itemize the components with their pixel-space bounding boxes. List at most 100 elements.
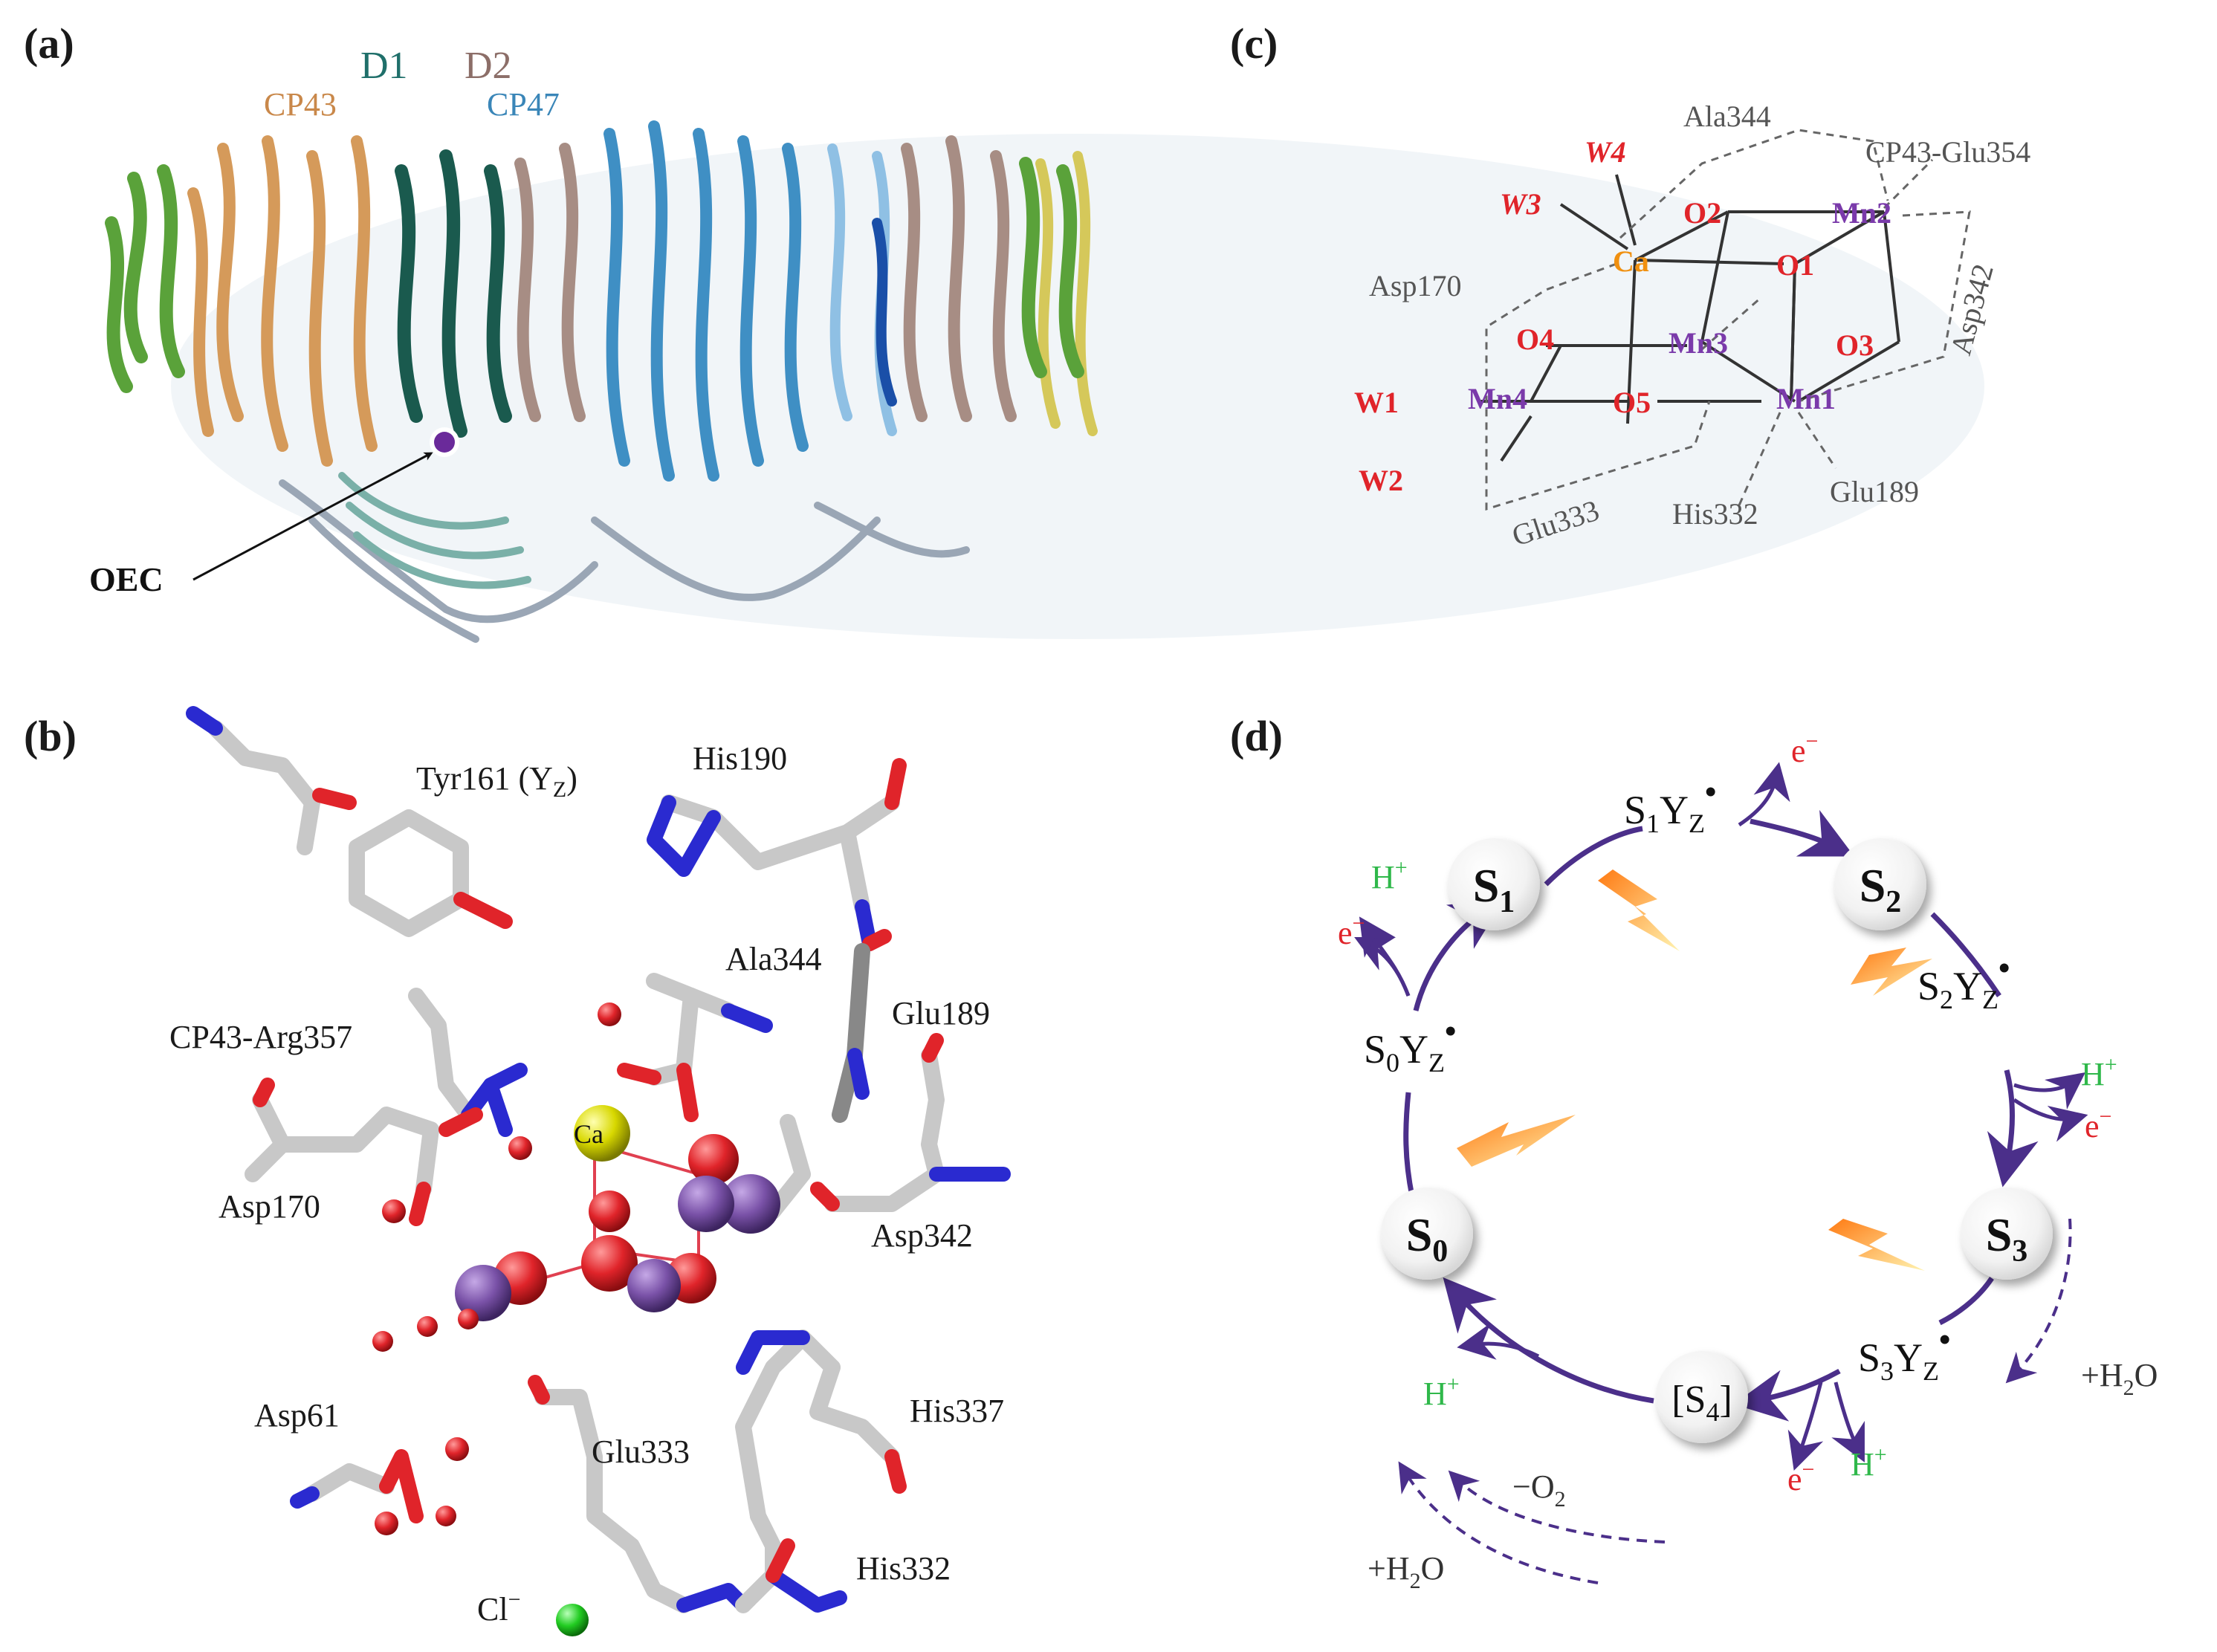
asp342-label: Asp342 bbox=[871, 1217, 973, 1254]
oxygen-release-label: −O2 bbox=[1512, 1468, 1566, 1512]
asp61-sticks bbox=[290, 1449, 424, 1523]
tyr161-label: Tyr161 (YZ) bbox=[416, 760, 577, 802]
state-s2: S2 bbox=[1834, 838, 1926, 930]
s1yz-label: S1YZ• bbox=[1624, 774, 1716, 838]
w1-atom: W1 bbox=[1354, 386, 1399, 419]
oec-label: OEC bbox=[89, 560, 164, 598]
asp170-sticks bbox=[245, 1078, 483, 1226]
s0yz-label: S0YZ• bbox=[1364, 1013, 1456, 1078]
state-s3: S3 bbox=[1961, 1188, 2053, 1280]
active-site-render bbox=[186, 706, 1011, 1613]
cp43-arg357-sticks bbox=[408, 988, 528, 1137]
s4-label: [S4] bbox=[1671, 1379, 1732, 1427]
electron-label-4: e− bbox=[1787, 1457, 1814, 1497]
kok-cycle-arcs bbox=[1403, 809, 2039, 1422]
protein-structure-render bbox=[105, 120, 1984, 643]
flash-icon-4 bbox=[1457, 1115, 1576, 1167]
peripheral-helices-right bbox=[1019, 157, 1084, 378]
w2-atom: W2 bbox=[1359, 464, 1403, 497]
electron-label-1: e− bbox=[1791, 729, 1818, 769]
mn3-atom: Mn3 bbox=[1669, 326, 1728, 360]
panel-b-label: (b) bbox=[24, 712, 77, 760]
mn4-atom: Mn4 bbox=[1468, 382, 1527, 415]
cp43-glu354-ligand: CP43-Glu354 bbox=[1865, 135, 2030, 169]
extrinsic-proteins bbox=[279, 479, 970, 643]
cp47-label: CP47 bbox=[487, 86, 560, 123]
cp43-arg357-label: CP43-Arg357 bbox=[169, 1019, 352, 1055]
ligand-dashes bbox=[1485, 129, 1971, 511]
asp61-label: Asp61 bbox=[254, 1397, 340, 1434]
ca-label: Ca bbox=[574, 1119, 603, 1149]
light-flashes bbox=[1457, 869, 1932, 1271]
his190-label: His190 bbox=[693, 740, 787, 777]
proton-label-4: H+ bbox=[1423, 1372, 1460, 1412]
ala344-sticks bbox=[617, 973, 773, 1122]
proton-label-1: H+ bbox=[1371, 855, 1408, 895]
tyr161-sticks bbox=[186, 706, 513, 937]
cluster-atoms bbox=[455, 1105, 780, 1636]
ala344-label: Ala344 bbox=[725, 941, 822, 977]
s3yz-label: S3YZ• bbox=[1858, 1321, 1950, 1386]
cp43-label: CP43 bbox=[264, 86, 337, 123]
peripheral-helices-left bbox=[105, 164, 185, 393]
his332-ligand: His332 bbox=[1672, 497, 1758, 531]
cluster-schematic-bonds bbox=[1479, 174, 1900, 462]
s2-label: S2 bbox=[1860, 859, 1902, 919]
o5-atom: O5 bbox=[1613, 386, 1651, 419]
asp342-sticks bbox=[810, 1033, 1011, 1212]
o3-atom: O3 bbox=[1836, 328, 1874, 362]
monomer-right-d2 bbox=[901, 135, 1017, 422]
s1-label: S1 bbox=[1473, 859, 1515, 919]
o4-atom: O4 bbox=[1516, 323, 1554, 356]
glu333-label: Glu333 bbox=[592, 1434, 690, 1470]
o1-atom: O1 bbox=[1776, 248, 1814, 282]
ala344-ligand: Ala344 bbox=[1683, 100, 1771, 133]
panel-c-label: (c) bbox=[1230, 19, 1278, 68]
monomer-right-blue bbox=[872, 218, 897, 406]
panel-b: (b) bbox=[24, 706, 1011, 1636]
water-input-label-1: +H2O bbox=[2081, 1357, 2158, 1400]
panel-a: (a) bbox=[24, 19, 1984, 643]
panel-d-label: (d) bbox=[1230, 712, 1283, 760]
proton-label-2: H+ bbox=[2081, 1052, 2117, 1092]
panel-d: (d) bbox=[1230, 712, 2158, 1593]
glu189-ligand: Glu189 bbox=[1830, 475, 1919, 508]
glu189-sticks bbox=[765, 943, 870, 1219]
s3-label: S3 bbox=[1986, 1208, 2028, 1269]
asp170-ligand: Asp170 bbox=[1369, 269, 1461, 302]
water-input-label-2: +H2O bbox=[1368, 1550, 1444, 1593]
s2yz-label: S2YZ• bbox=[1917, 950, 2010, 1014]
electron-label-3: e− bbox=[2085, 1104, 2111, 1144]
cp47-subunit bbox=[603, 120, 809, 482]
electron-label-2: e− bbox=[1338, 911, 1365, 951]
his337-label: His337 bbox=[910, 1393, 1004, 1429]
d2-subunit bbox=[514, 143, 586, 422]
state-s4: [S4] bbox=[1656, 1351, 1748, 1443]
state-s0: S0 bbox=[1381, 1188, 1473, 1280]
state-s1: S1 bbox=[1448, 838, 1540, 930]
asp170-label: Asp170 bbox=[219, 1188, 320, 1225]
ca-atom: Ca bbox=[1613, 244, 1649, 278]
o2-atom: O2 bbox=[1683, 196, 1721, 230]
cp43-subunit bbox=[187, 135, 378, 467]
flash-icon-1 bbox=[1598, 869, 1680, 951]
cl-label: Cl− bbox=[477, 1587, 521, 1627]
panel-a-label: (a) bbox=[24, 19, 74, 68]
d2-label: D2 bbox=[465, 45, 512, 87]
his190-sticks bbox=[647, 758, 907, 951]
monomer-right-yellow bbox=[1035, 151, 1098, 436]
w3-atom: W3 bbox=[1500, 187, 1541, 221]
d1-label: D1 bbox=[360, 45, 408, 87]
calcium-atom bbox=[574, 1105, 630, 1162]
glu189-label: Glu189 bbox=[892, 995, 990, 1031]
mn1-atom: Mn1 bbox=[1776, 382, 1836, 415]
chloride-ion bbox=[556, 1604, 589, 1636]
w4-atom: W4 bbox=[1585, 135, 1626, 169]
proton-label-3: H+ bbox=[1851, 1442, 1887, 1483]
d1-subunit bbox=[395, 149, 512, 438]
cluster-schematic-atoms: W1 W2 W3 W4 Ca O2 O1 Mn2 O4 Mn3 O3 Mn4 O… bbox=[1354, 135, 1891, 497]
water-molecules bbox=[372, 1002, 621, 1535]
water-arrows bbox=[1398, 1218, 2072, 1584]
glu333-his-sticks bbox=[528, 1329, 907, 1613]
